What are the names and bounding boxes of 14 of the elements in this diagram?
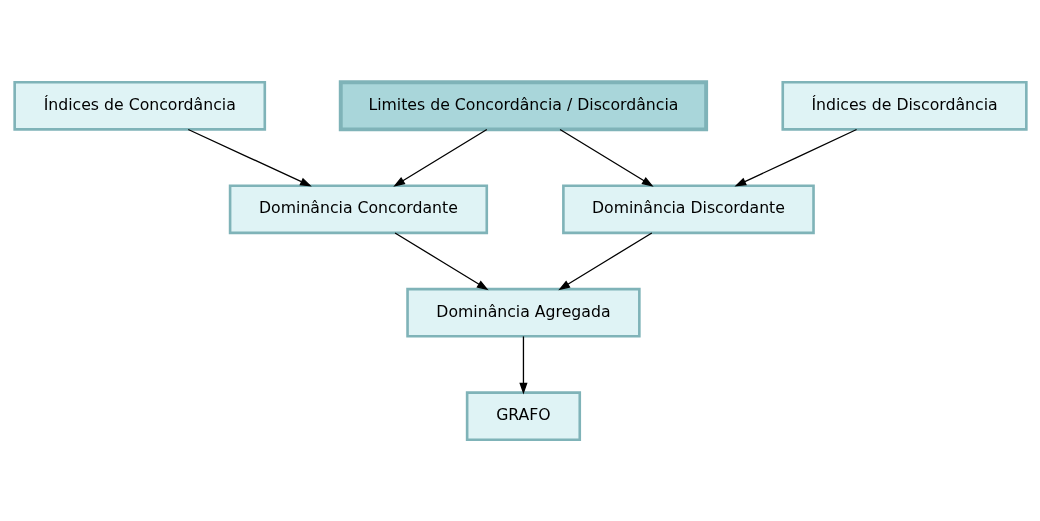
arrow (518, 335, 528, 395)
node-box: GRAFO (465, 390, 581, 441)
node-box: Índices de Discordância (780, 80, 1028, 131)
arrow (393, 231, 489, 290)
arrow (392, 128, 487, 187)
arrow (187, 128, 312, 186)
arrow (734, 128, 857, 186)
node-box: Limites de Concordância / Discordância (338, 79, 708, 131)
arrow (557, 231, 652, 290)
node-box: Índices de Concordância (12, 80, 266, 131)
node-box: Dominância Discordante (561, 183, 815, 234)
node-box: Dominância Concordante (228, 183, 488, 234)
arrow (558, 128, 654, 187)
node-box: Dominância Agregada (405, 287, 641, 338)
